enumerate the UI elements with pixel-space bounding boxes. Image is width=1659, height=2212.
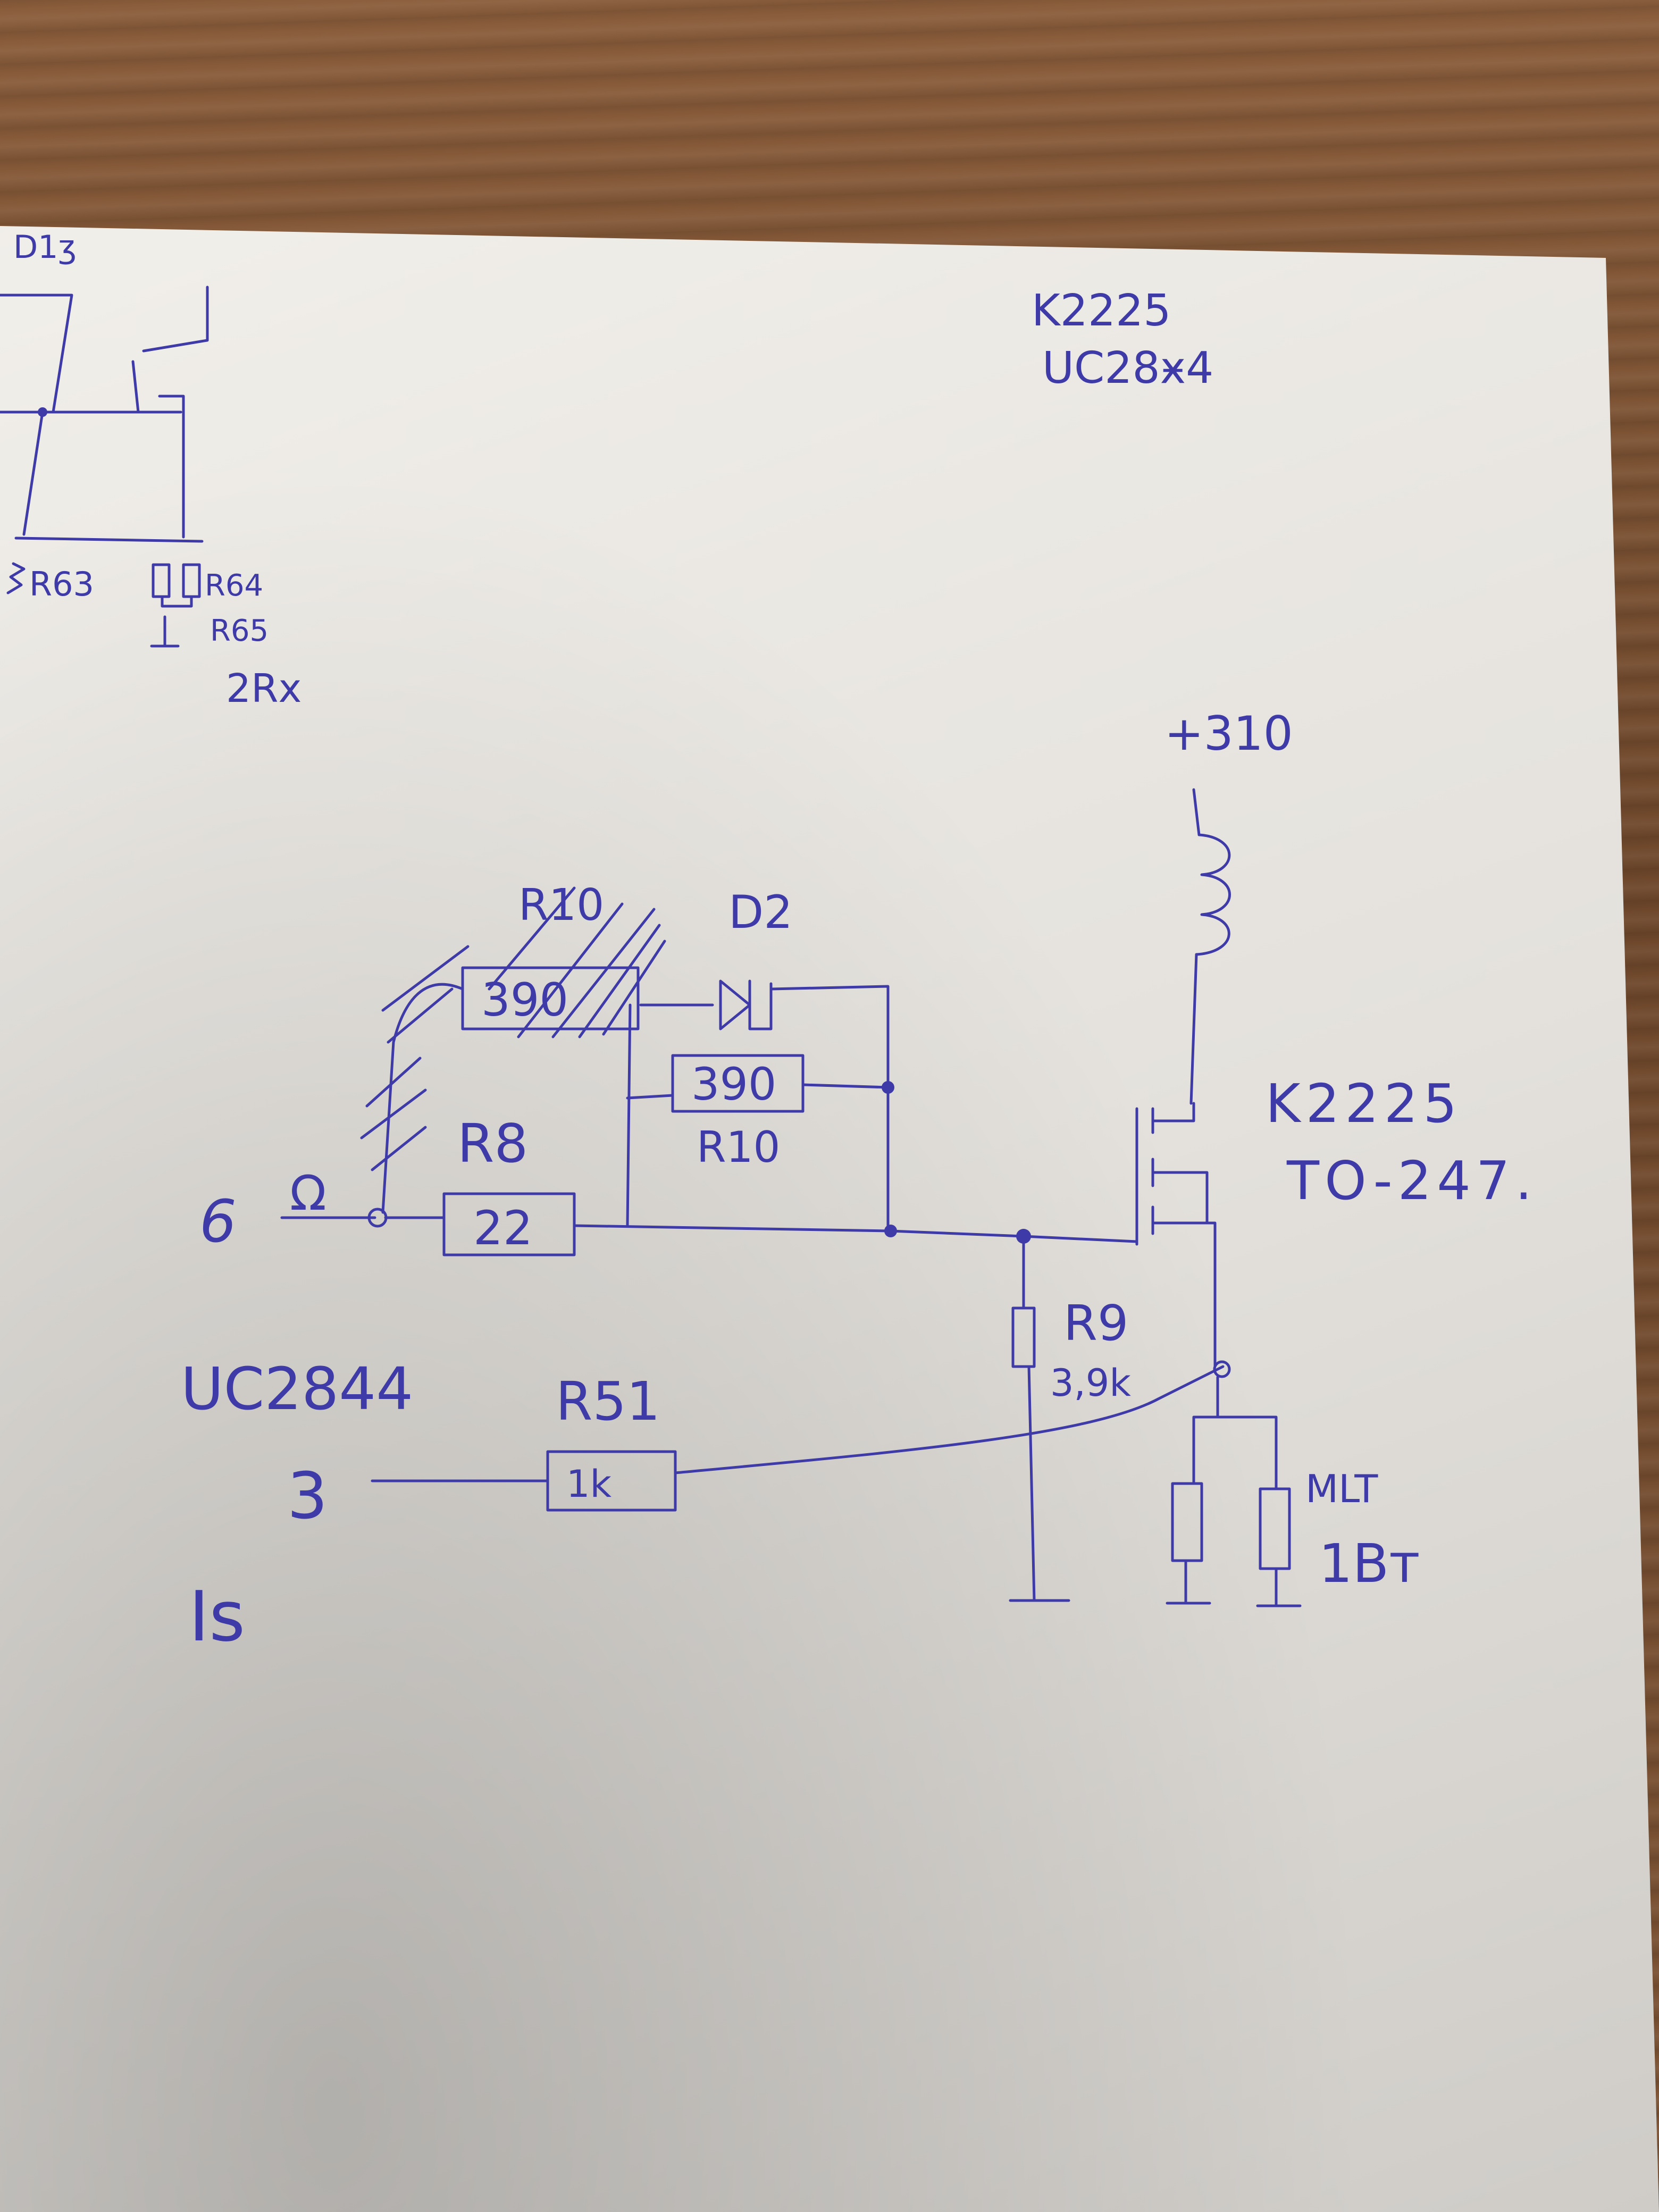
fragment-node: [38, 407, 47, 417]
r8-label: R8: [457, 1112, 528, 1175]
inductor-coil: [1195, 833, 1231, 956]
strike-hatching-top: [488, 886, 666, 1038]
r51-value: 1k: [566, 1462, 612, 1506]
drain-wire: [1189, 953, 1198, 1105]
struck-resistor-body: [461, 966, 640, 1030]
shunt-resistor-left: [1171, 1482, 1203, 1562]
top-left-fragment: D1ʒ R63 R64 R65 2Rx: [0, 229, 301, 711]
r9-body: [1011, 1306, 1036, 1368]
fragment-transistor-source: [158, 395, 185, 539]
fragment-r63-label: R63: [29, 565, 94, 604]
note-part-number: K2225: [1032, 286, 1171, 336]
pin6-number: 6: [199, 1187, 237, 1255]
r10-node: [882, 1081, 894, 1094]
fragment-2rx-label: 2Rx: [226, 666, 301, 711]
fragment-transistor-drain: [142, 286, 209, 353]
fragment-transistor-gate: [131, 360, 140, 414]
shunt-split: [1192, 1376, 1278, 1490]
gate-bus: [573, 1224, 1025, 1238]
fragment-bus: [14, 537, 204, 543]
note-controller: UC28ӿ4: [1042, 343, 1213, 393]
fragment-wire-a: [0, 294, 73, 414]
pin6-symbol: Ω: [290, 1166, 326, 1221]
r10-body: [671, 1054, 805, 1113]
r10-lead-in: [626, 1094, 674, 1100]
fragment-ground: [150, 595, 193, 648]
pin3-number: 3: [287, 1460, 328, 1534]
r10-label: R10: [697, 1122, 780, 1172]
gate-wire: [1022, 1235, 1138, 1243]
r10-value: 390: [691, 1058, 776, 1110]
fragment-r65-body: [182, 563, 201, 598]
d2-triangle: [719, 979, 751, 1030]
r9-value: 3,9k: [1050, 1361, 1131, 1405]
fragment-r64-body: [152, 563, 171, 598]
r10-lead-out: [801, 1083, 890, 1089]
r51-body: [546, 1450, 677, 1512]
strike-hatching-left: [360, 945, 470, 1171]
ground-shunt-left: [1166, 1559, 1211, 1605]
fragment-r64-label: R64: [205, 568, 263, 603]
d2-label: D2: [728, 886, 793, 939]
mosfet-part-label: K2225: [1266, 1073, 1462, 1135]
branch-left-wire: [626, 1003, 632, 1227]
shunt-resistor-right: [1259, 1487, 1291, 1570]
ground-shunt-right: [1256, 1567, 1302, 1607]
branch-right-wire: [769, 985, 890, 1230]
shunt-power-label: 1Вт: [1319, 1532, 1420, 1595]
fragment-wire-c: [22, 410, 44, 536]
fragment-r65-label: R65: [210, 614, 269, 648]
pin3-signal: Is: [189, 1576, 245, 1657]
supply-wire: [1192, 788, 1201, 836]
supply-label: +310: [1164, 706, 1293, 761]
source-node: [1213, 1360, 1231, 1378]
struck-resistor: 390 R10: [360, 880, 666, 1214]
gate-node-right: [884, 1225, 897, 1237]
r9-label: R9: [1063, 1295, 1128, 1352]
controller-label: UC2844: [181, 1355, 413, 1423]
fragment-diode-label: D1ʒ: [13, 229, 77, 266]
mosfet-package-label: TO-247.: [1286, 1150, 1537, 1212]
r51-label: R51: [556, 1370, 660, 1432]
fragment-r63-body: [6, 562, 26, 594]
mosfet-drain-lead: [1151, 1102, 1195, 1122]
mosfet-source-wire: [1151, 1221, 1217, 1368]
current-sense-wire: [674, 1365, 1225, 1474]
d2-bar: [748, 979, 773, 1030]
r9-lead-out: [1027, 1365, 1036, 1602]
struck-resistor-lead: [381, 983, 464, 1214]
shunt-type-label: MLT: [1305, 1467, 1378, 1511]
r8-value: 22: [473, 1201, 533, 1255]
mosfet-source-lead: [1151, 1171, 1209, 1225]
mosfet-symbol: [1135, 1102, 1217, 1368]
